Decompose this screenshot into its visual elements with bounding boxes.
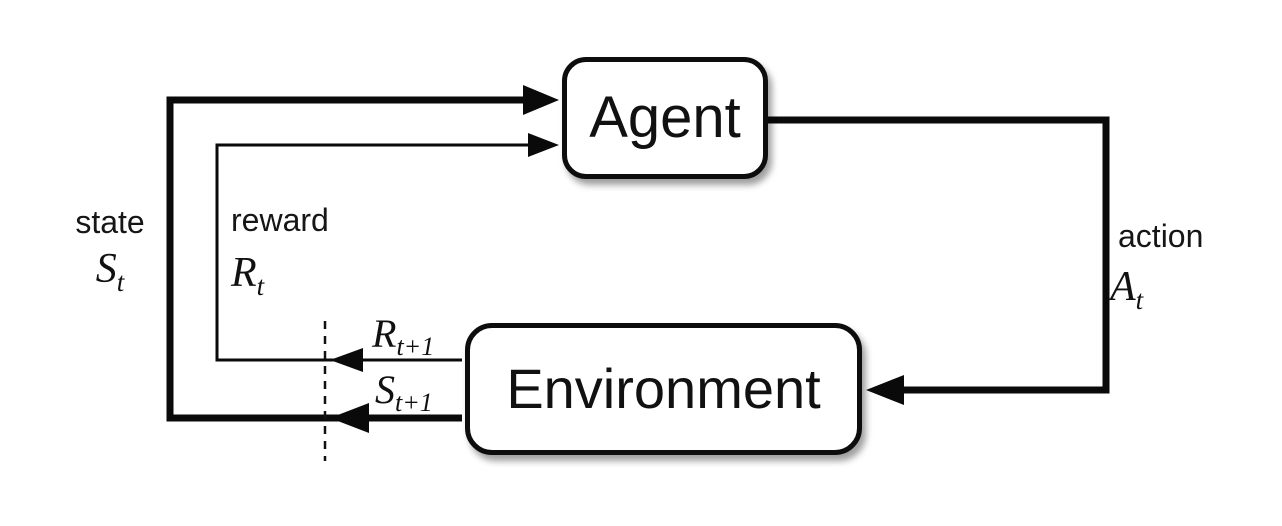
environment-node-label: Environment <box>506 357 821 420</box>
action-subscript: t <box>1135 285 1144 315</box>
action-symbol: At <box>1110 264 1144 315</box>
agent-node-label: Agent <box>589 85 741 150</box>
agent-node: Agent <box>562 57 768 179</box>
reward-into-agent-arrowhead <box>528 133 559 157</box>
action-word: action <box>1118 218 1204 254</box>
state-signal-label: state St <box>52 202 168 297</box>
reward-symbol: Rt <box>231 250 265 301</box>
state-wire <box>166 96 545 422</box>
state-word: state <box>75 204 145 240</box>
action-signal-label: action At <box>1110 216 1204 314</box>
reward-signal-label: reward Rt <box>231 200 329 301</box>
state-subscript: t <box>116 267 125 297</box>
reward-subscript: t <box>256 271 265 301</box>
action-wire <box>766 116 1110 394</box>
next-state-subscript: t+1 <box>395 388 433 417</box>
state-into-agent-arrowhead <box>523 85 559 115</box>
next-state-label: St+1 <box>375 367 433 417</box>
state-symbol: St <box>95 246 125 297</box>
environment-node: Environment <box>465 323 862 455</box>
next-state-arrowhead <box>330 403 369 433</box>
next-reward-arrowhead <box>330 348 363 372</box>
next-reward-label: Rt+1 <box>372 311 435 361</box>
action-into-environment-arrowhead <box>866 375 904 405</box>
reward-word: reward <box>231 202 329 238</box>
next-reward-subscript: t+1 <box>396 332 435 361</box>
